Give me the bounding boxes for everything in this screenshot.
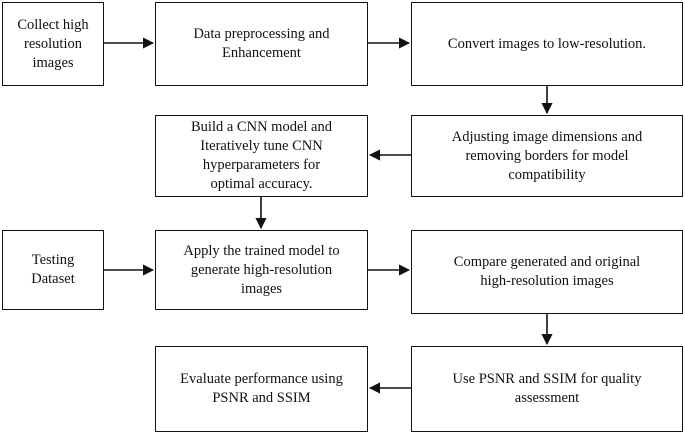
build-cnn-label: Build a CNN model and Iteratively tune C… [191,119,332,192]
preprocessing-box: Data preprocessing and Enhancement [155,2,368,86]
compare-images-box: Compare generated and original high-reso… [411,230,683,314]
collect-images-box: Collect high resolution images [2,2,104,86]
convert-lowres-box: Convert images to low-resolution. [411,2,683,86]
evaluate-performance-label: Evaluate performance using PSNR and SSIM [180,371,343,406]
adjust-dimensions-box: Adjusting image dimensions and removing … [411,115,683,197]
compare-images-label: Compare generated and original high-reso… [453,254,641,289]
build-cnn-box: Build a CNN model and Iteratively tune C… [155,115,368,197]
preprocessing-label: Data preprocessing and Enhancement [193,26,330,61]
apply-model-label: Apply the trained model to generate high… [183,242,340,297]
evaluate-performance-box: Evaluate performance using PSNR and SSIM [155,346,368,432]
testing-dataset-box: Testing Dataset [2,230,104,310]
adjust-dimensions-label: Adjusting image dimensions and removing … [451,128,643,183]
convert-lowres-label: Convert images to low-resolution. [447,35,647,52]
collect-images-label: Collect high resolution images [17,16,89,71]
testing-dataset-label: Testing Dataset [31,252,75,287]
psnr-ssim-quality-label: Use PSNR and SSIM for quality assessment [452,371,642,406]
apply-model-box: Apply the trained model to generate high… [155,230,368,310]
psnr-ssim-quality-box: Use PSNR and SSIM for quality assessment [411,346,683,432]
